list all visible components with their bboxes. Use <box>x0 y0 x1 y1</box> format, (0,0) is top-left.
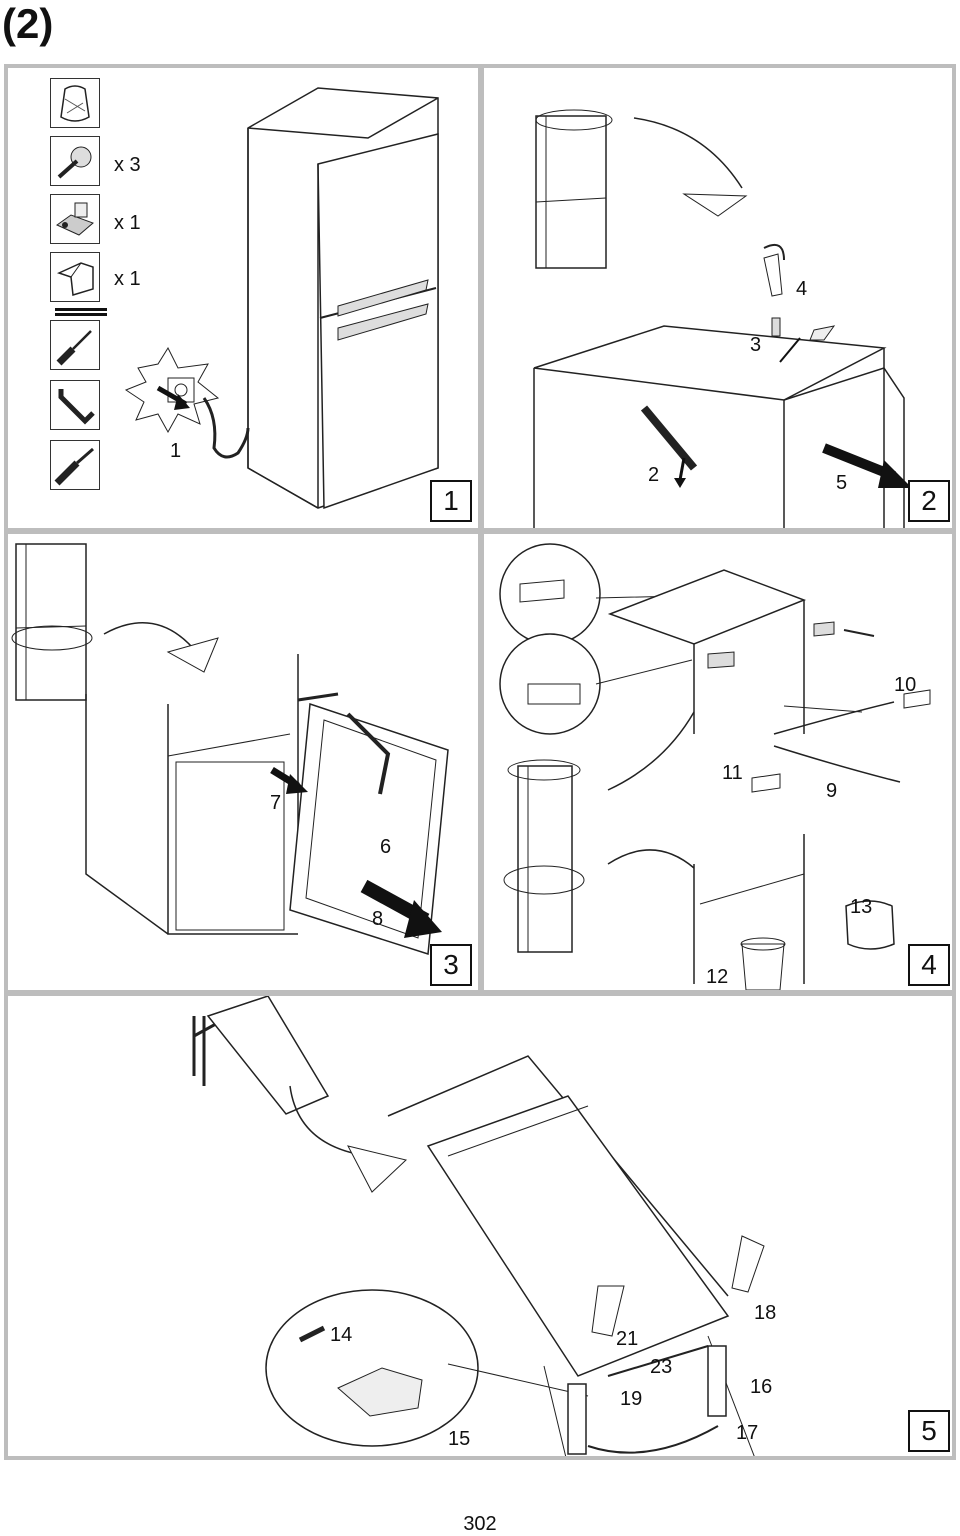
step-label: 5 <box>836 472 848 494</box>
corner-cover-icon <box>50 252 100 302</box>
door-removal-illustration <box>11 543 449 955</box>
step-label: 21 <box>616 1328 639 1350</box>
hinge-removal-illustration <box>533 109 912 528</box>
step-label: 9 <box>826 780 838 802</box>
divider-line <box>55 313 107 316</box>
step-label: 3 <box>750 334 762 356</box>
hinge-swap-illustration <box>499 543 931 990</box>
panel-5: 14 15 18 21 23 16 19 17 22 20 5 <box>8 996 952 1456</box>
screw-icon <box>50 136 100 186</box>
step-label: 17 <box>736 1422 759 1444</box>
panel-number: 2 <box>908 480 950 522</box>
door-reversal-illustration <box>192 996 765 1456</box>
bag-icon <box>50 78 100 128</box>
step-label: 6 <box>380 836 392 858</box>
fridge-illustration <box>124 87 439 510</box>
step-label: 10 <box>894 674 917 696</box>
step-label: 13 <box>850 896 873 918</box>
screwdriver-icon <box>50 320 100 370</box>
divider-line <box>55 308 107 311</box>
panel-number: 4 <box>908 944 950 986</box>
illustration-frame: x 3 x 1 x 1 1 1 <box>4 64 956 1460</box>
step-label: 4 <box>796 278 808 300</box>
step-label: 11 <box>722 762 743 784</box>
step-label: 12 <box>706 966 729 988</box>
panel-3: 7 6 8 3 <box>8 534 478 990</box>
quantity-label: x 1 <box>114 212 141 234</box>
quantity-label: x 3 <box>114 154 141 176</box>
panel-2: 4 3 2 5 2 <box>484 68 952 528</box>
page-title: (2) <box>2 0 54 47</box>
step-label: 8 <box>372 908 384 930</box>
step-label: 18 <box>754 1302 777 1324</box>
step-label: 2 <box>648 464 660 486</box>
step-label: 19 <box>620 1388 643 1410</box>
step-label: 23 <box>650 1356 673 1378</box>
panel-number: 3 <box>430 944 472 986</box>
panel-number: 5 <box>908 1410 950 1452</box>
page-number: 302 <box>463 1513 497 1535</box>
step-label: 7 <box>270 792 282 814</box>
step-label: 1 <box>170 440 182 462</box>
panel-number: 1 <box>430 480 472 522</box>
flat-screwdriver-icon <box>50 440 100 490</box>
quantity-label: x 1 <box>114 268 141 290</box>
step-label: 16 <box>750 1376 773 1398</box>
panel-4: 10 11 9 13 12 4 <box>484 534 952 990</box>
hex-key-icon <box>50 380 100 430</box>
step-label: 15 <box>448 1428 471 1450</box>
step-label: 14 <box>330 1324 353 1346</box>
bracket-icon <box>50 194 100 244</box>
panel-1: x 3 x 1 x 1 1 1 <box>8 68 478 528</box>
